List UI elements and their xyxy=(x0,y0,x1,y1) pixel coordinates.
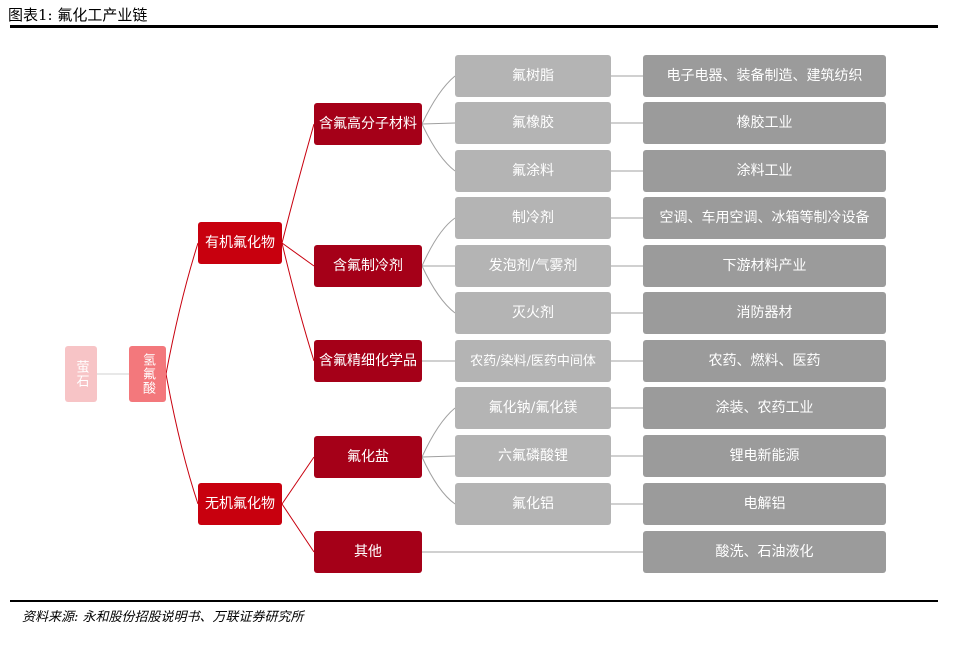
connector-refrig-1 xyxy=(421,217,456,267)
node-product-aluminum-fluoride: 氟化铝 xyxy=(455,483,611,525)
node-product-foaming-aerosol: 发泡剂/气雾剂 xyxy=(455,245,611,287)
node-fluorinated-fine-chemicals: 含氟精细化学品 xyxy=(314,340,422,382)
node-use-refrigeration-equipment: 空调、车用空调、冰箱等制冷设备 xyxy=(643,197,886,239)
node-product-fluorocoating: 氟涂料 xyxy=(455,150,611,192)
node-use-coating-pesticide-industry: 涂装、农药工业 xyxy=(643,387,886,429)
connector-inorganic-salt xyxy=(281,456,315,505)
node-use-electrolytic-aluminum: 电解铝 xyxy=(643,483,886,525)
node-fluoride-salts: 氟化盐 xyxy=(314,436,422,478)
node-others: 其他 xyxy=(314,531,422,573)
node-organic-fluoride: 有机氟化物 xyxy=(198,222,282,264)
node-fluoropolymer-materials: 含氟高分子材料 xyxy=(314,103,422,145)
node-product-intermediates: 农药/染料/医药中间体 xyxy=(455,340,611,382)
connector-acid-organic xyxy=(165,242,199,375)
source-note: 资料来源: 永和股份招股说明书、万联证券研究所 xyxy=(22,610,304,625)
connector-polymer-rubber xyxy=(421,122,456,125)
node-product-fluororubber: 氟橡胶 xyxy=(455,102,611,144)
node-product-refrigerant: 制冷剂 xyxy=(455,197,611,239)
connector-refrig-3 xyxy=(421,265,456,314)
connector-organic-fine xyxy=(281,242,315,362)
node-use-electronics-manufacturing-textiles: 电子电器、装备制造、建筑纺织 xyxy=(643,55,886,97)
connector-organic-polymer xyxy=(281,123,315,244)
connector-salt-1 xyxy=(421,407,456,458)
node-product-fire-extinguishant: 灭火剂 xyxy=(455,292,611,334)
node-use-rubber-industry: 橡胶工业 xyxy=(643,102,886,144)
node-use-lithium-new-energy: 锂电新能源 xyxy=(643,435,886,477)
connector-polymer-coating xyxy=(421,123,456,172)
node-product-sodium-magnesium-fluoride: 氟化钠/氟化镁 xyxy=(455,387,611,429)
connector-salt-3 xyxy=(421,456,456,505)
connector-inorganic-other xyxy=(281,503,315,553)
connector-organic-refrigerant xyxy=(281,242,315,267)
node-use-pickling-petroleum-liquefaction: 酸洗、石油液化 xyxy=(643,531,886,573)
node-product-lithium-hexafluorophosphate: 六氟磷酸锂 xyxy=(455,435,611,477)
node-use-pesticide-fuel-medicine: 农药、燃料、医药 xyxy=(643,340,886,382)
node-use-downstream-materials: 下游材料产业 xyxy=(643,245,886,287)
top-rule xyxy=(10,25,938,28)
node-use-coating-industry: 涂料工业 xyxy=(643,150,886,192)
connector-acid-inorganic xyxy=(165,373,199,505)
figure-title: 图表1: 氟化工产业链 xyxy=(8,6,148,24)
node-use-fire-equipment: 消防器材 xyxy=(643,292,886,334)
node-inorganic-fluoride: 无机氟化物 xyxy=(198,483,282,525)
connector-salt-2 xyxy=(421,455,456,458)
node-fluorinated-refrigerants: 含氟制冷剂 xyxy=(314,245,422,287)
connector-polymer-resin xyxy=(421,75,456,125)
node-fluorite: 萤石 xyxy=(65,346,97,402)
node-hydrofluoric-acid: 氢氟酸 xyxy=(129,346,166,402)
bottom-rule xyxy=(10,600,938,602)
node-product-fluororesin: 氟树脂 xyxy=(455,55,611,97)
